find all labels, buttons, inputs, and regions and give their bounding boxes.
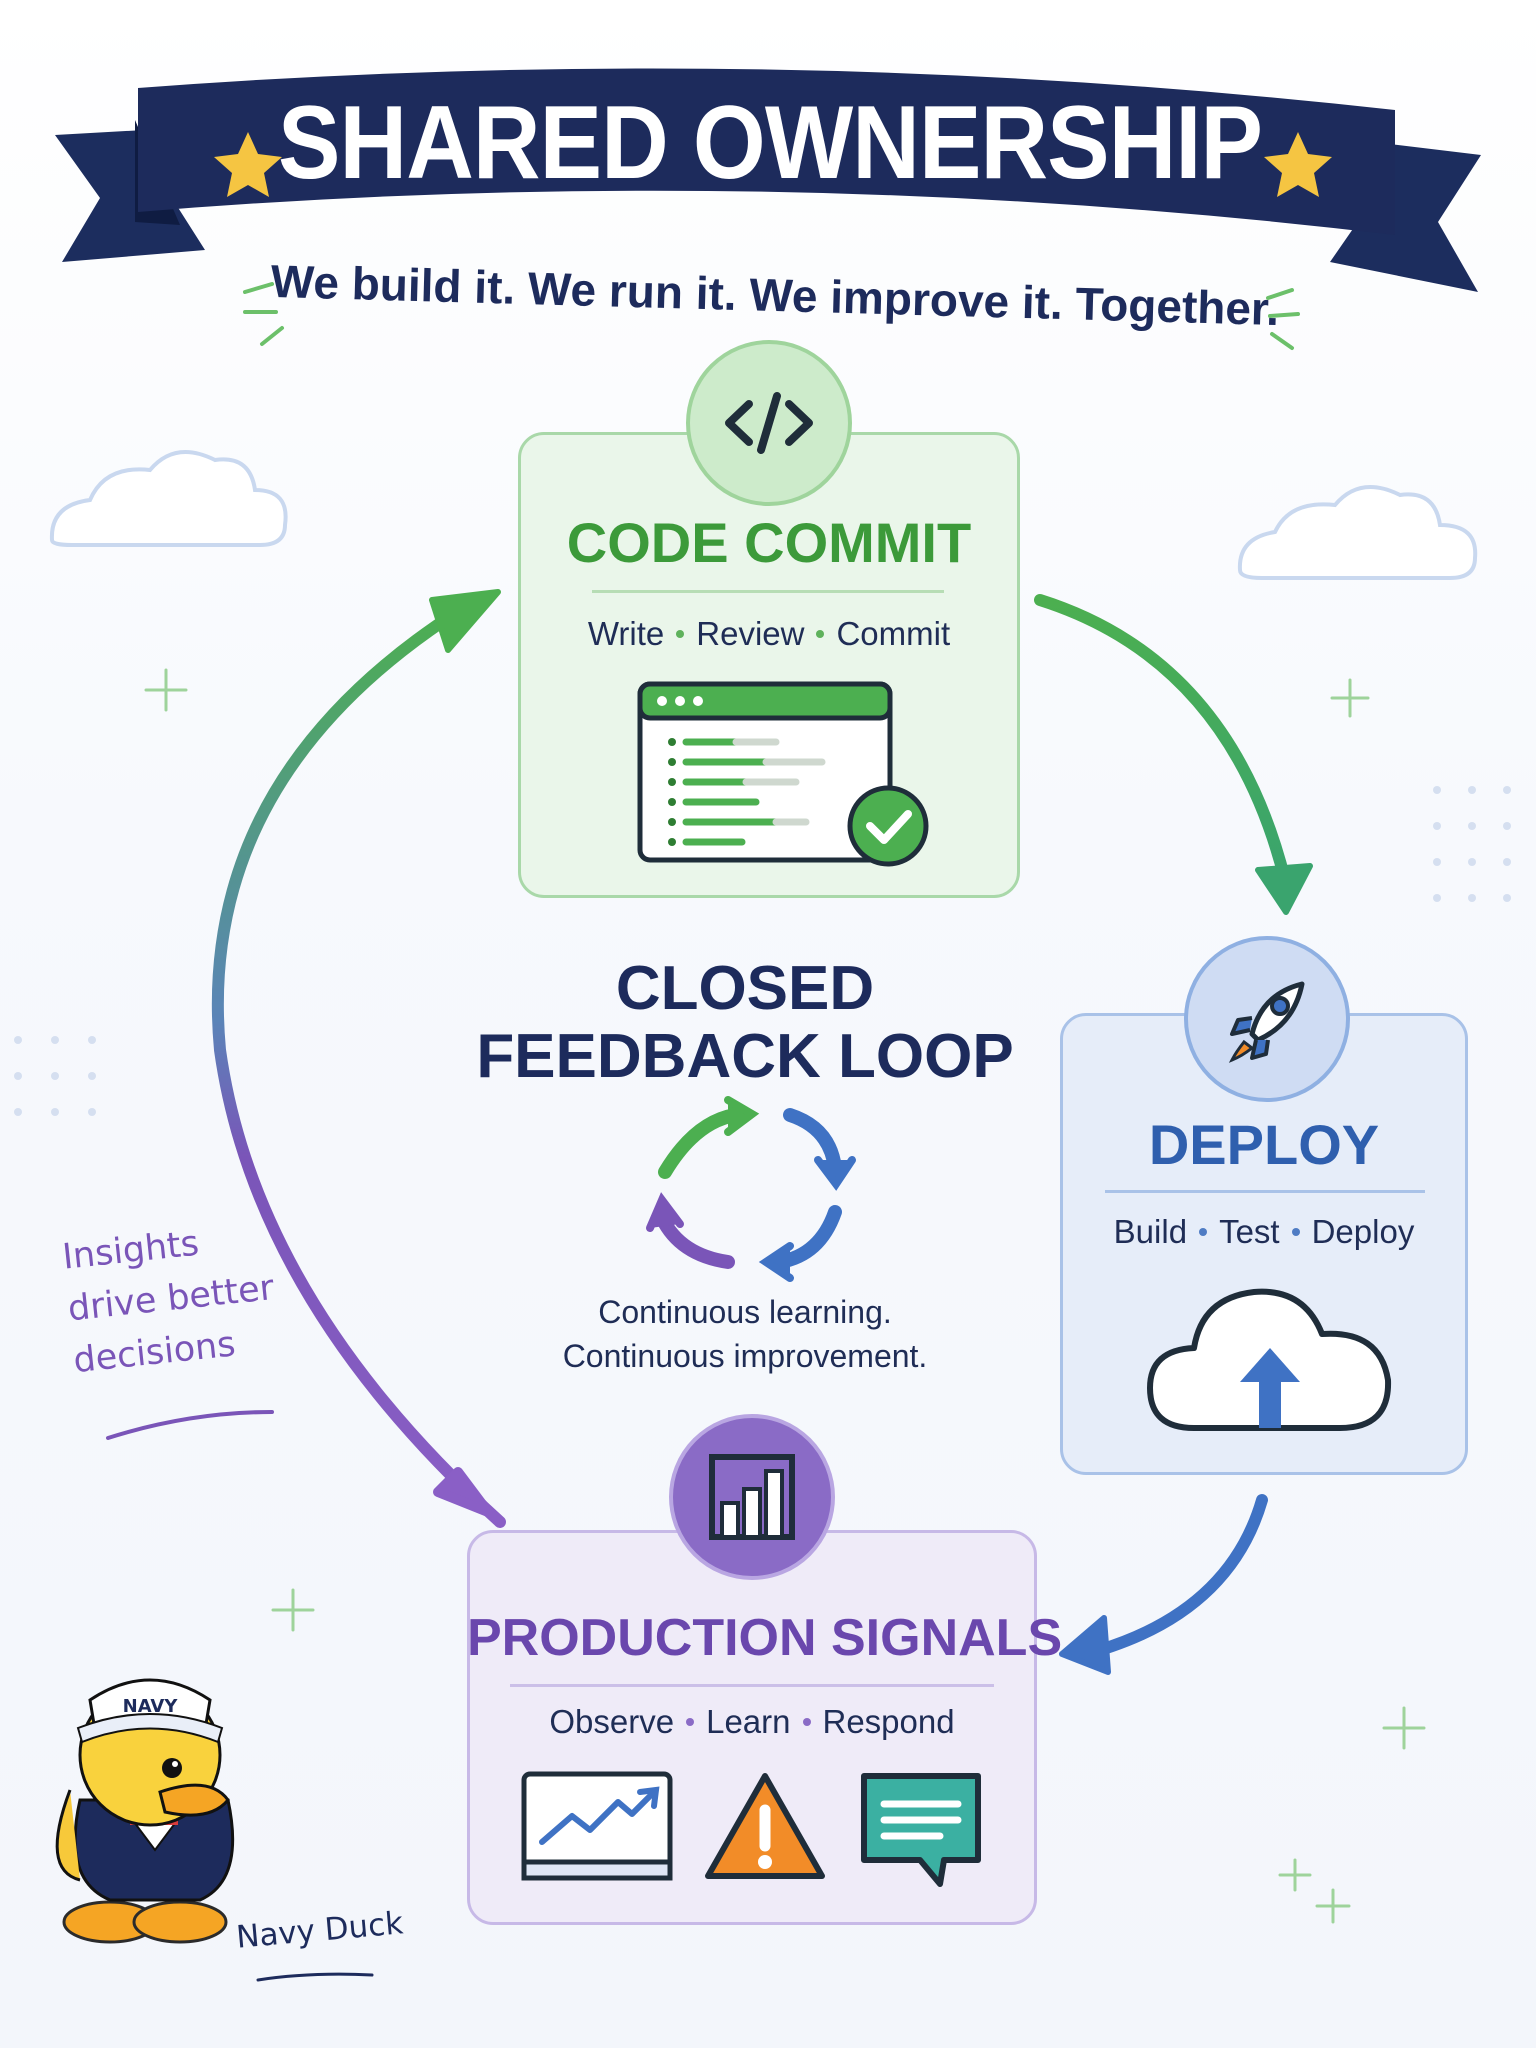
center-title-line: FEEDBACK LOOP: [476, 1022, 1014, 1091]
code-commit-steps: Write Review Commit: [518, 612, 1020, 656]
chat-icon: [856, 1770, 986, 1890]
tagline-accent-marks: [243, 282, 1300, 350]
deploy-steps: Build Test Deploy: [1060, 1210, 1468, 1254]
step-label: Respond: [822, 1703, 955, 1740]
step-label: Review: [696, 615, 805, 652]
step-separator: [686, 1718, 695, 1726]
divider: [510, 1684, 994, 1687]
step-separator: [676, 630, 685, 638]
code-commit-title: CODE COMMIT: [566, 511, 972, 574]
center-subtitle-line: Continuous improvement.: [562, 1338, 928, 1374]
center-subtitle-line: Continuous learning.: [598, 1294, 892, 1330]
arrow-head: [429, 589, 501, 653]
step-label: Commit: [836, 615, 951, 652]
cloud-icon: [1237, 485, 1478, 580]
step-label: Write: [587, 615, 665, 652]
center-title-line: CLOSED: [615, 954, 875, 1023]
step-separator: [802, 1718, 811, 1726]
step-label: Learn: [706, 1703, 791, 1740]
mascot-hat-text: NAVY: [123, 1696, 179, 1717]
code-editor-checkmark-icon: [636, 680, 932, 870]
divider: [1105, 1190, 1425, 1193]
star-icon: [214, 132, 1332, 197]
arrow-deploy-to-signals: [1094, 1494, 1268, 1656]
line-chart-icon: [520, 1770, 674, 1884]
center-subtitle: Continuous learning. Continuous improvem…: [440, 1290, 1050, 1378]
insights-annotation: Insights drive better decisions: [60, 1207, 315, 1387]
page-title: SHARED OWNERSHIP: [277, 84, 1263, 201]
rocket-icon: [1184, 936, 1350, 1102]
step-separator: [816, 630, 825, 638]
divider: [592, 590, 944, 593]
sparkle-icon: [144, 668, 1426, 1924]
cloud-icon: [49, 450, 288, 547]
production-signals-title: PRODUCTION SIGNALS: [467, 1609, 1063, 1667]
arrow-signals-to-code: [211, 604, 506, 1528]
code-brackets-icon: [686, 340, 852, 506]
step-separator: [1291, 1228, 1300, 1236]
step-label: Build: [1113, 1213, 1188, 1250]
title-banner: [55, 68, 1481, 292]
center-title: CLOSED FEEDBACK LOOP: [440, 955, 1050, 1091]
step-label: Observe: [549, 1703, 675, 1740]
warning-icon: [702, 1770, 828, 1884]
step-separator: [1199, 1228, 1208, 1236]
arrow-head: [433, 1467, 493, 1517]
arrow-head: [1255, 863, 1313, 915]
step-label: Test: [1219, 1213, 1280, 1250]
deploy-title: DEPLOY: [1148, 1113, 1380, 1176]
step-label: Deploy: [1311, 1213, 1415, 1250]
bar-chart-icon: [669, 1414, 835, 1580]
arrow-head: [1059, 1615, 1111, 1675]
cloud-upload-icon: [1144, 1270, 1396, 1438]
caption-underline: [256, 1972, 374, 1982]
arrow-code-to-deploy: [1034, 594, 1291, 886]
dot-grid: [14, 786, 1511, 1116]
annotation-underline: [106, 1410, 274, 1440]
production-signals-steps: Observe Learn Respond: [467, 1700, 1037, 1744]
cycle-arrows-icon: [646, 1096, 856, 1282]
navy-duck-mascot: NAVY: [55, 1678, 235, 1944]
